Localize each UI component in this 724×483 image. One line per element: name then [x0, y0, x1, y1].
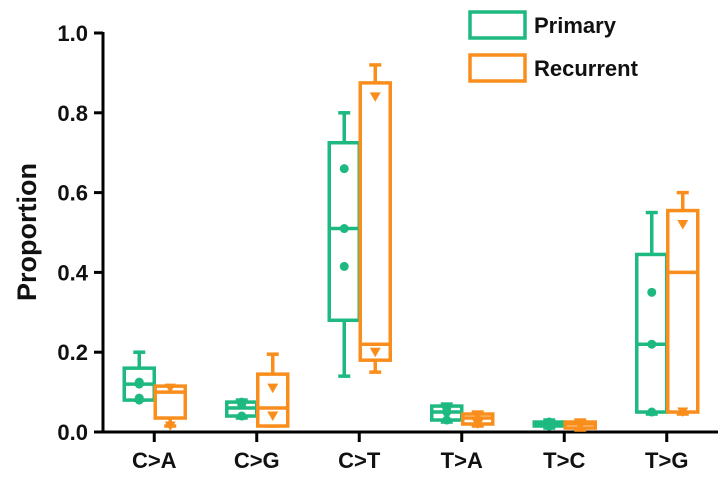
data-point: [164, 383, 176, 394]
data-point: [339, 261, 349, 271]
data-point: [339, 224, 349, 234]
box-recurrent: [153, 383, 187, 432]
x-tick-label: T>G: [645, 448, 688, 473]
box-primary: [225, 397, 259, 421]
box-recurrent: [256, 352, 290, 428]
data-point: [677, 220, 689, 230]
data-point: [442, 403, 452, 413]
box-primary: [430, 402, 464, 425]
y-tick-label: 0.2: [57, 340, 88, 365]
y-ticks: 0.0 0.2 0.4 0.6 0.8 1.0: [57, 21, 103, 445]
data-point: [369, 347, 381, 358]
box-primary: [532, 417, 566, 431]
box-recurrent: [666, 190, 700, 418]
data-point: [574, 421, 586, 432]
box-primary: [327, 111, 361, 378]
x-tick-label: T>C: [543, 448, 585, 473]
data-point: [647, 287, 657, 297]
x-ticks: C>A C>G C>T T>A T>C T>G: [132, 432, 688, 473]
data-point: [267, 411, 279, 422]
x-tick-label: C>T: [338, 448, 381, 473]
data-point: [164, 421, 176, 432]
x-tick-label: C>A: [132, 448, 177, 473]
box-iqr: [666, 208, 700, 414]
box-iqr: [358, 81, 392, 362]
y-axis-label: Proportion: [12, 163, 42, 301]
data-point: [472, 411, 484, 422]
legend: Primary Recurrent: [468, 10, 639, 83]
boxes: [122, 63, 700, 432]
data-point: [647, 339, 657, 349]
box-recurrent: [563, 418, 597, 432]
y-tick-label: 0.6: [57, 181, 88, 206]
data-point: [134, 393, 144, 403]
legend-swatch-recurrent: [468, 53, 527, 83]
data-point: [544, 417, 554, 427]
y-tick-label: 0.8: [57, 101, 88, 126]
box-recurrent: [358, 63, 392, 374]
data-point: [369, 92, 381, 102]
data-point: [267, 383, 279, 394]
data-point: [647, 407, 657, 417]
data-point: [134, 377, 144, 387]
axes: [101, 32, 718, 434]
x-tick-label: C>G: [234, 448, 280, 473]
legend-label-recurrent: Recurrent: [534, 56, 639, 81]
y-tick-label: 0.4: [57, 260, 88, 285]
y-tick-label: 0.0: [57, 420, 88, 445]
data-point: [442, 415, 452, 425]
box-primary: [635, 210, 669, 417]
legend-swatch-primary: [468, 10, 527, 40]
data-point: [237, 411, 247, 421]
y-tick-label: 1.0: [57, 21, 88, 46]
box-primary: [122, 350, 156, 405]
data-point: [339, 164, 349, 174]
data-point: [237, 397, 247, 407]
data-point: [677, 407, 689, 418]
legend-label-primary: Primary: [534, 13, 617, 38]
box-recurrent: [461, 410, 495, 430]
box-iqr: [635, 252, 669, 414]
x-tick-label: T>A: [441, 448, 483, 473]
data-point: [472, 419, 484, 430]
